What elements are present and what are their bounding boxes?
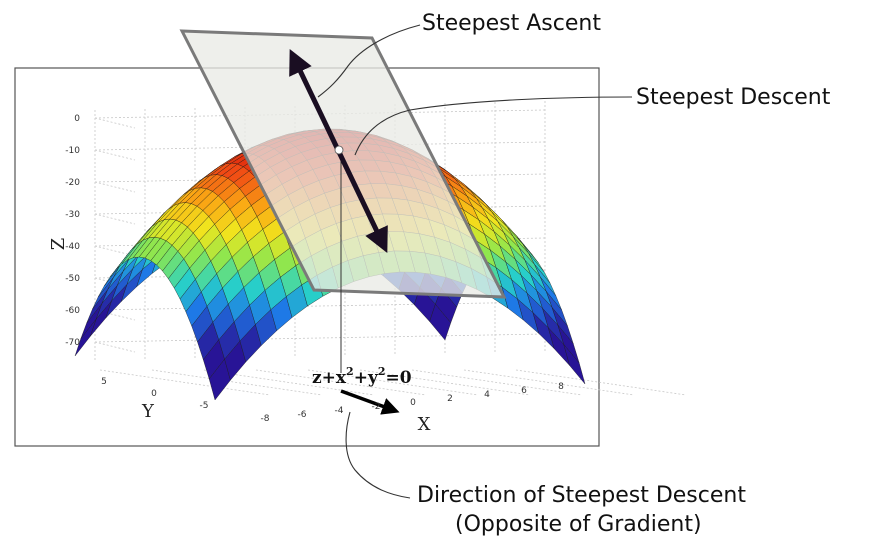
grid-line	[94, 213, 136, 225]
floor-grid-line	[307, 369, 479, 396]
x-tick-label: -6	[298, 410, 307, 420]
x-tick-label: 4	[484, 390, 490, 400]
floor-grid-line	[99, 369, 271, 396]
direction-label-line1: Direction of Steepest Descent	[417, 483, 746, 508]
y-tick-label: -5	[200, 401, 209, 411]
floor-grid-line	[359, 369, 531, 396]
z-tick-label: 0	[74, 114, 80, 124]
grid-line	[94, 181, 136, 193]
z-axis-ticks: 0 -10 -20 -30 -40 -50 -60 -70	[65, 114, 80, 348]
z-tick-label: -20	[65, 178, 80, 188]
x-tick-label: -4	[335, 406, 344, 416]
floor-grid-line	[255, 369, 427, 396]
x-axis-title: X	[418, 414, 431, 435]
z-tick-label: -70	[65, 338, 80, 348]
z-tick-label: -40	[65, 242, 80, 252]
grid-line	[94, 301, 546, 311]
z-tick-label: -60	[65, 306, 80, 316]
z-tick-label: -30	[65, 210, 80, 220]
grid-line	[94, 149, 136, 161]
x-tick-label: 8	[558, 382, 564, 392]
grid-line	[94, 117, 136, 129]
x-tick-label: -2	[372, 402, 381, 412]
y-tick-label: 5	[101, 377, 107, 387]
floor-grid-line	[411, 369, 583, 396]
x-tick-label: 2	[447, 394, 453, 404]
direction-leader-line	[345, 411, 411, 499]
x-axis-ticks: -8 -6 -4 -2 0 2 4 6 8	[261, 382, 565, 424]
z-tick-label: -10	[65, 146, 80, 156]
descent-leader-line	[354, 96, 633, 156]
ascent-leader-line	[317, 24, 421, 98]
surface-patch	[563, 344, 586, 385]
grid-line	[94, 309, 136, 321]
grid-line	[94, 245, 136, 257]
x-tick-label: 6	[521, 386, 527, 396]
y-tick-label: 0	[151, 389, 157, 399]
x-tick-label: -8	[261, 414, 270, 424]
surface-equation: z+x2+y2=0	[312, 365, 412, 388]
y-axis-ticks: 5 0 -5	[101, 377, 208, 411]
steepest-ascent-label: Steepest Ascent	[422, 11, 601, 36]
direction-label-line2: (Opposite of Gradient)	[455, 512, 702, 537]
tangent-point	[334, 145, 344, 155]
y-axis-title: Y	[141, 401, 155, 422]
floor-grid-line	[151, 369, 323, 396]
grid-line	[94, 333, 546, 343]
z-tick-label: -50	[65, 274, 80, 284]
grid-line	[94, 341, 136, 353]
x-tick-label: 0	[410, 398, 416, 408]
floor-grid-line	[463, 369, 635, 396]
floor-grid-line	[515, 369, 687, 396]
z-axis-title: Z	[48, 238, 69, 251]
steepest-descent-label: Steepest Descent	[636, 85, 831, 110]
descent-direction-arrow	[340, 389, 400, 415]
